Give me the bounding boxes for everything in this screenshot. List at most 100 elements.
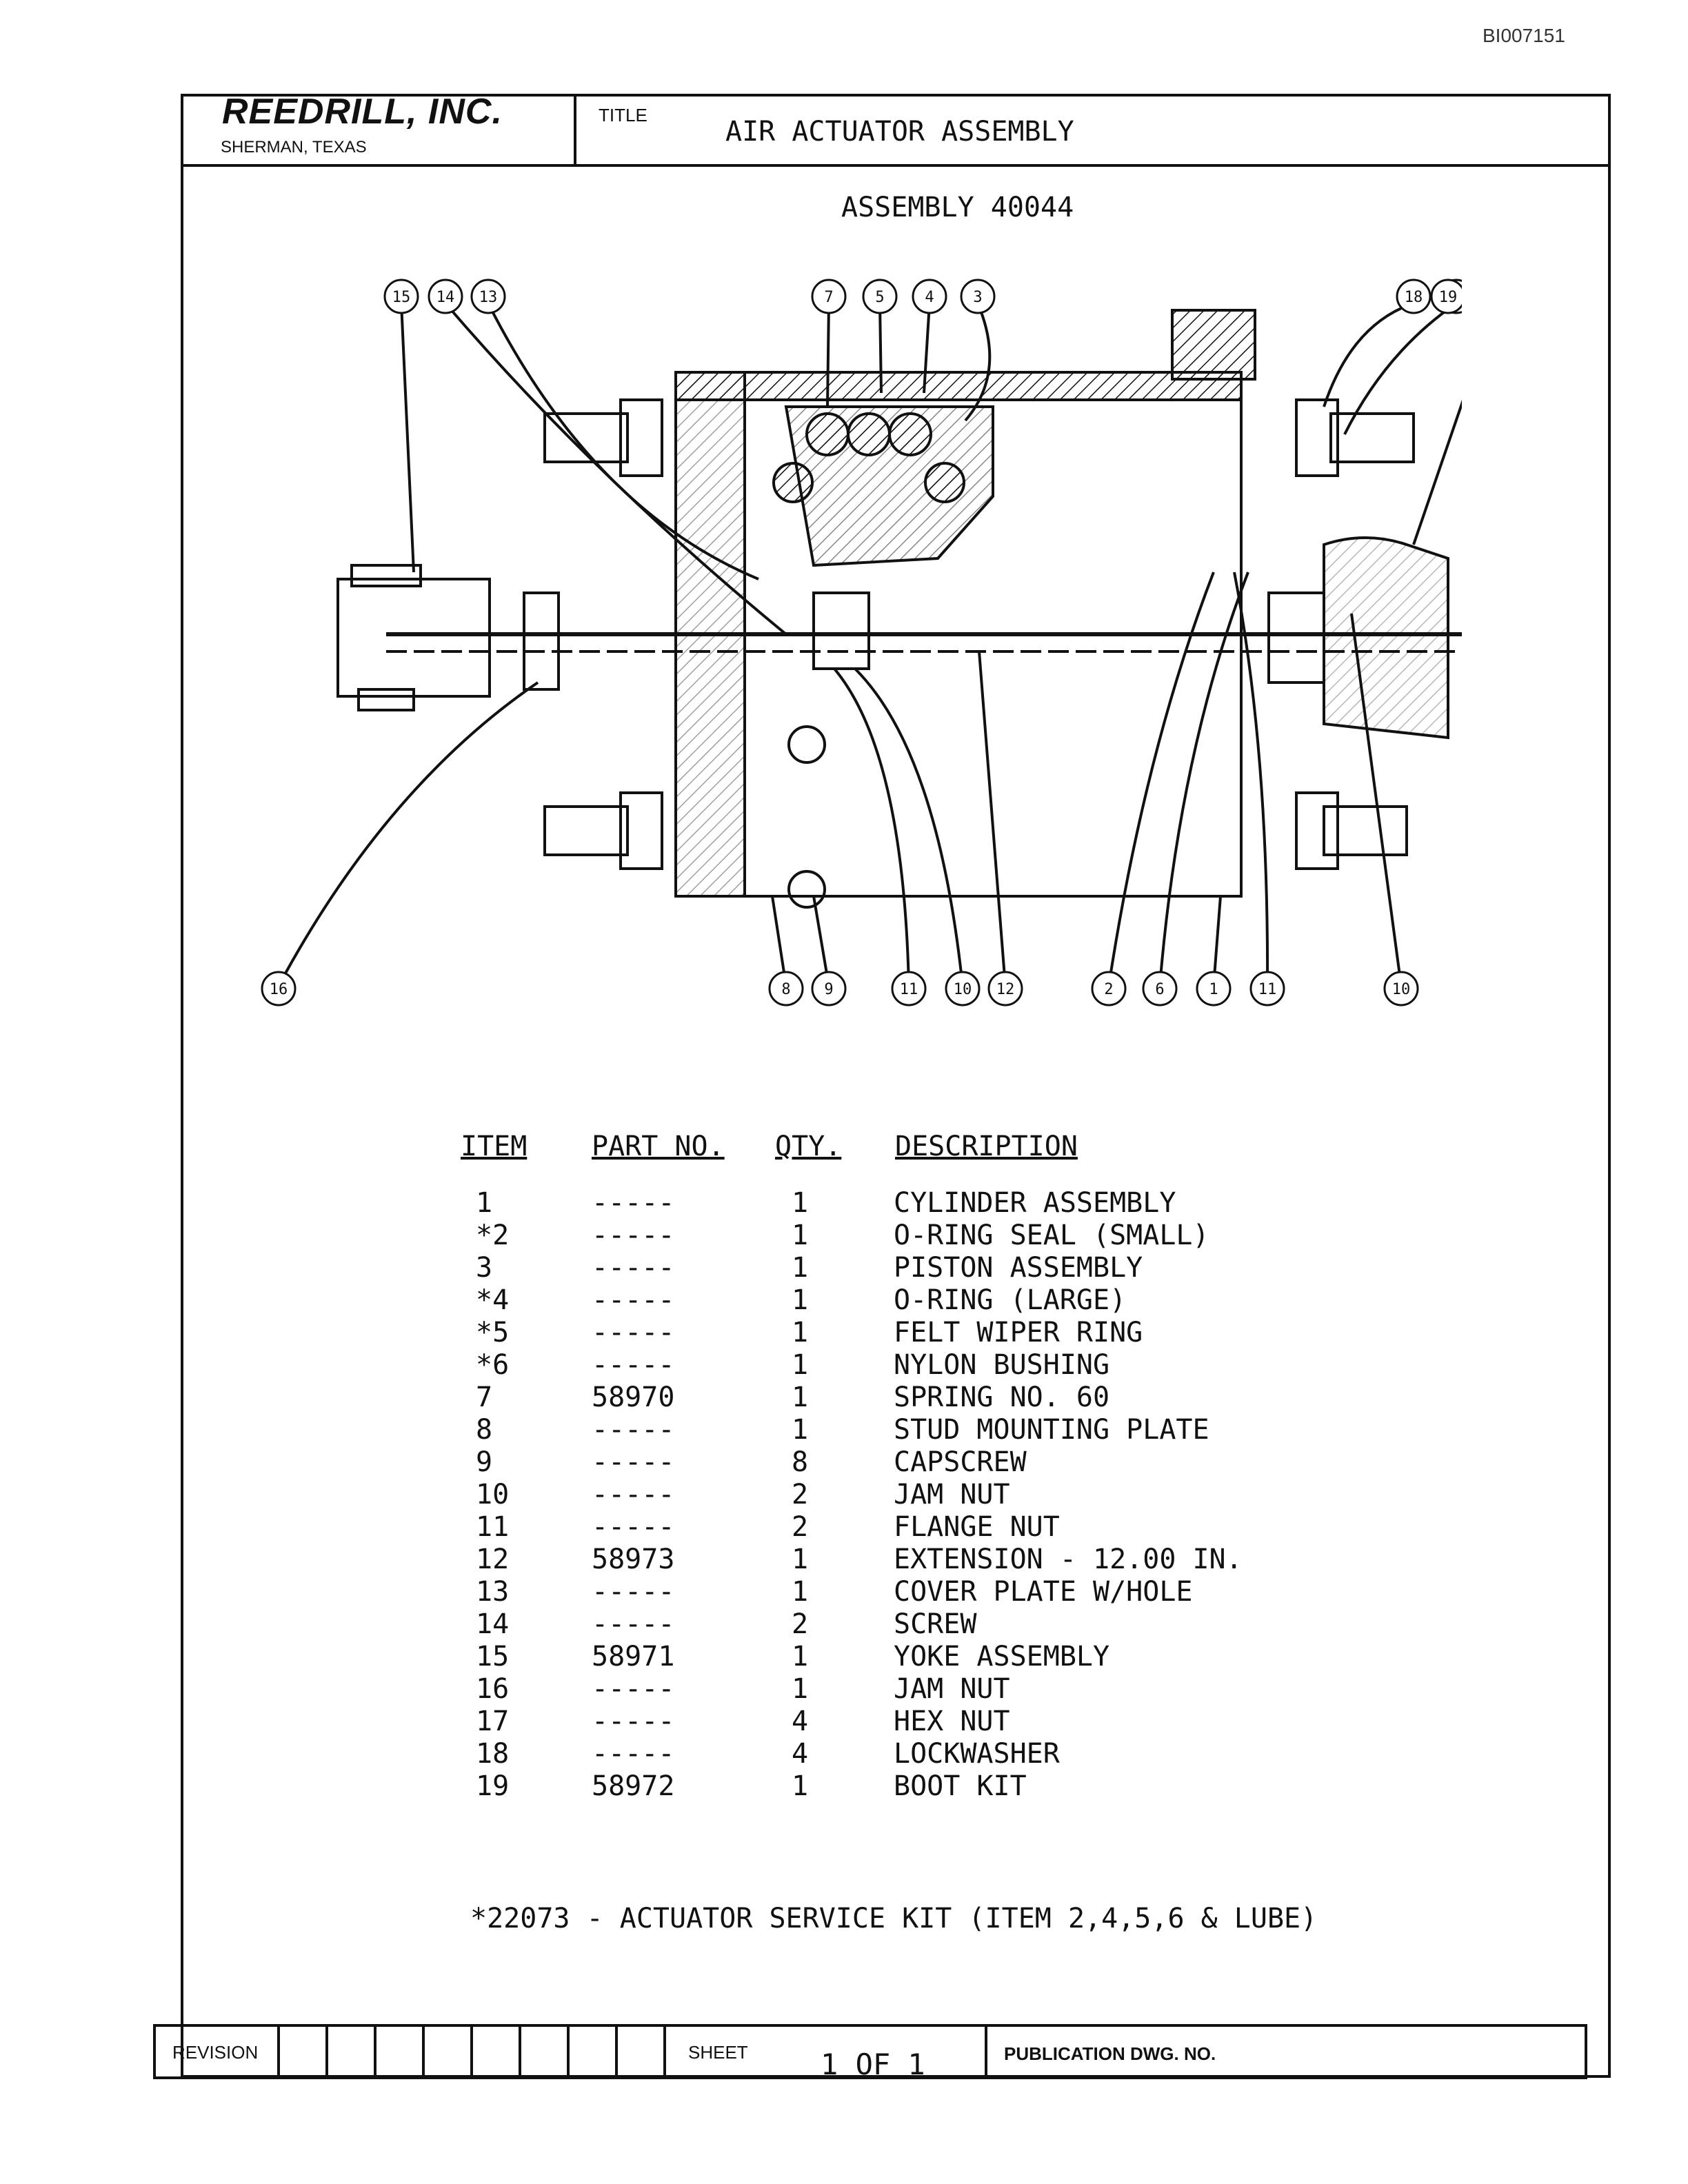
callout-8: 8 — [768, 971, 804, 1007]
callout-9: 9 — [811, 971, 847, 1007]
item-number: 13 — [476, 1576, 510, 1608]
rev-cell-divider — [615, 2024, 618, 2079]
callout-1: 1 — [1196, 971, 1232, 1007]
sheet-divider — [985, 2024, 987, 2079]
callout-9-label: 9 — [824, 981, 833, 998]
item-number: 8 — [476, 1414, 493, 1446]
item-number: 17 — [476, 1706, 510, 1737]
item-number: 15 — [476, 1641, 510, 1672]
callout-11b-label: 11 — [1258, 981, 1277, 998]
item-number: 18 — [476, 1738, 510, 1770]
description: SCREW — [894, 1608, 977, 1640]
quantity: 8 — [792, 1446, 809, 1478]
item-number: 1 — [476, 1187, 493, 1219]
item-number: 10 — [476, 1479, 510, 1510]
rev-cell-divider — [277, 2024, 280, 2079]
quantity: 1 — [792, 1220, 809, 1251]
page-title: AIR ACTUATOR ASSEMBLY — [725, 116, 1074, 148]
quantity: 2 — [792, 1608, 809, 1640]
callout-5: 5 — [862, 279, 898, 314]
service-kit-note: *22073 - ACTUATOR SERVICE KIT (ITEM 2,4,… — [470, 1903, 1318, 1934]
description: HEX NUT — [894, 1706, 1010, 1737]
description: SPRING NO. 60 — [894, 1382, 1110, 1413]
rev-cell-divider — [470, 2024, 473, 2079]
part-number: ----- — [592, 1349, 675, 1381]
part-number: ----- — [592, 1673, 675, 1705]
item-number: 12 — [476, 1544, 510, 1575]
part-number: ----- — [592, 1220, 675, 1251]
assembly-number: ASSEMBLY 40044 — [841, 192, 1074, 223]
col-header-part-no: PART NO. — [592, 1131, 725, 1162]
description: CAPSCREW — [894, 1446, 1027, 1478]
callout-19-label: 19 — [1439, 289, 1458, 306]
part-number: ----- — [592, 1446, 675, 1478]
part-number: ----- — [592, 1252, 675, 1284]
description: CYLINDER ASSEMBLY — [894, 1187, 1176, 1219]
document-id: BI007151 — [1483, 25, 1565, 46]
quantity: 1 — [792, 1641, 809, 1672]
part-number: ----- — [592, 1414, 675, 1446]
quantity: 4 — [792, 1706, 809, 1737]
publication-label: PUBLICATION DWG. NO. — [1004, 2043, 1216, 2064]
rev-cell-divider — [567, 2024, 570, 2079]
callout-18: 18 — [1396, 279, 1431, 314]
description: BOOT KIT — [894, 1770, 1027, 1802]
callout-16-label: 16 — [270, 981, 288, 998]
quantity: 1 — [792, 1414, 809, 1446]
quantity: 1 — [792, 1382, 809, 1413]
quantity: 1 — [792, 1544, 809, 1575]
callout-11: 11 — [891, 971, 927, 1007]
quantity: 1 — [792, 1252, 809, 1284]
col-header-description: DESCRIPTION — [895, 1131, 1078, 1162]
item-number: 19 — [476, 1770, 510, 1802]
callout-15: 15 — [383, 279, 419, 314]
boot-kit — [1323, 536, 1449, 740]
callout-14: 14 — [428, 279, 463, 314]
rev-cell-divider — [663, 2024, 666, 2079]
item-number: *2 — [476, 1220, 510, 1251]
callout-6-label: 6 — [1155, 981, 1164, 998]
part-number: 58973 — [592, 1544, 675, 1575]
description: NYLON BUSHING — [894, 1349, 1110, 1381]
quantity: 4 — [792, 1738, 809, 1770]
callout-10b-label: 10 — [1392, 981, 1411, 998]
rev-cell-divider — [422, 2024, 425, 2079]
quantity: 1 — [792, 1187, 809, 1219]
description: EXTENSION - 12.00 IN. — [894, 1544, 1243, 1575]
callout-12: 12 — [987, 971, 1023, 1007]
company-name: REEDRILL, INC. — [222, 92, 503, 132]
callout-18-label: 18 — [1405, 289, 1423, 306]
callout-10b: 10 — [1383, 971, 1419, 1007]
quantity: 1 — [792, 1317, 809, 1348]
callout-3-label: 3 — [973, 289, 982, 306]
callout-5-label: 5 — [875, 289, 884, 306]
item-number: 14 — [476, 1608, 510, 1640]
air-port-fitting — [1171, 309, 1256, 381]
header-separator — [574, 94, 576, 165]
title-block-top — [153, 2024, 1587, 2027]
rev-cell-divider — [374, 2024, 376, 2079]
item-number: *6 — [476, 1349, 510, 1381]
item-number: *5 — [476, 1317, 510, 1348]
yoke — [336, 578, 491, 698]
callout-8-label: 8 — [781, 981, 790, 998]
part-number: ----- — [592, 1479, 675, 1510]
rev-cell-divider — [325, 2024, 328, 2079]
callout-11b: 11 — [1249, 971, 1285, 1007]
callout-10: 10 — [945, 971, 981, 1007]
quantity: 1 — [792, 1576, 809, 1608]
callout-4: 4 — [912, 279, 947, 314]
title-block-left — [153, 2024, 156, 2079]
quantity: 1 — [792, 1349, 809, 1381]
callout-6: 6 — [1142, 971, 1178, 1007]
quantity: 2 — [792, 1511, 809, 1543]
description: LOCKWASHER — [894, 1738, 1060, 1770]
actuator-section-drawing: 15 14 13 7 5 4 3 18 17 19 16 8 9 11 10 1… — [261, 279, 1462, 1007]
callout-14-label: 14 — [436, 289, 455, 306]
description: FLANGE NUT — [894, 1511, 1060, 1543]
item-number: 9 — [476, 1446, 493, 1478]
callout-10-label: 10 — [954, 981, 972, 998]
description: PISTON ASSEMBLY — [894, 1252, 1143, 1284]
item-number: 3 — [476, 1252, 493, 1284]
